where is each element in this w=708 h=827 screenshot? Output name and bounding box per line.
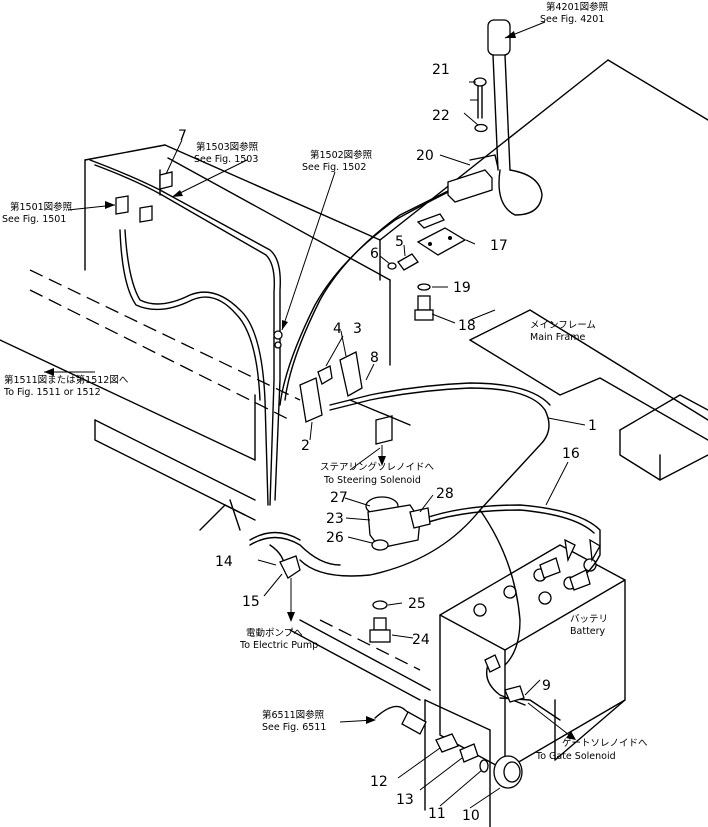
steering-label: To Steering Solenoid [323, 475, 421, 486]
ref-1502-jp: 第1502図参照 [310, 149, 373, 161]
ref-1511-jp: 第1511図または第1512図へ [4, 374, 129, 386]
electric-pump-jp: 電動ポンプへ [246, 628, 303, 639]
part-8: 8 [370, 350, 379, 366]
part-20: 20 [416, 148, 434, 164]
part-number-labels: 1 2 3 4 5 6 7 8 9 10 11 12 13 14 15 16 1… [178, 62, 597, 824]
part-28: 28 [436, 486, 454, 502]
part-25: 25 [408, 596, 426, 612]
part-7: 7 [178, 128, 187, 144]
part-16: 16 [562, 446, 580, 462]
frame-outlines [0, 59, 708, 827]
ref-4201-jp: 第4201図参照 [546, 1, 609, 13]
part-10: 10 [462, 808, 480, 824]
part-24: 24 [412, 632, 430, 648]
part-5: 5 [395, 234, 404, 250]
part-3: 3 [353, 321, 362, 337]
lever [487, 19, 543, 216]
components [115, 77, 601, 789]
part-9: 9 [542, 678, 551, 694]
steering-jp: ステアリングソレノイドへ [320, 461, 435, 473]
part-4: 4 [333, 321, 342, 337]
part-23: 23 [326, 511, 344, 527]
part-14: 14 [215, 554, 233, 570]
reference-notes: 第4201図参照 See Fig. 4201 第1503図参照 See Fig.… [2, 1, 609, 733]
part-19: 19 [453, 280, 471, 296]
part-27: 27 [330, 490, 348, 506]
part-22: 22 [432, 108, 450, 124]
gate-jp: ゲートソレノイドへ [562, 737, 648, 749]
part-6: 6 [370, 246, 379, 262]
ref-1511: To Fig. 1511 or 1512 [3, 387, 101, 398]
part-17: 17 [490, 238, 508, 254]
battery-label: Battery [570, 626, 606, 637]
leader-lines [44, 21, 586, 809]
part-21: 21 [432, 62, 450, 78]
part-11: 11 [428, 806, 446, 822]
ref-1502: See Fig. 1502 [302, 162, 366, 173]
ref-1501: See Fig. 1501 [2, 214, 66, 225]
main-frame-label: Main Frame [530, 332, 585, 343]
part-1: 1 [588, 418, 597, 434]
ref-6511-jp: 第6511図参照 [262, 709, 325, 721]
battery-box [439, 544, 626, 771]
ref-1503: See Fig. 1503 [194, 154, 258, 165]
battery-jp: バッテリ [570, 614, 608, 625]
main-frame-jp: メインフレーム [530, 320, 596, 331]
part-12: 12 [370, 774, 388, 790]
part-2: 2 [301, 438, 310, 454]
part-13: 13 [396, 792, 414, 808]
electric-pump-label: To Electric Pump [239, 640, 318, 651]
destination-labels: メインフレーム Main Frame ステアリングソレノイドへ To Steer… [239, 320, 648, 762]
ref-4201: See Fig. 4201 [540, 14, 604, 25]
part-26: 26 [326, 530, 344, 546]
gate-label: To Gate Solenoid [535, 751, 616, 762]
ref-6511: See Fig. 6511 [262, 722, 326, 733]
part-15: 15 [242, 594, 260, 610]
wiring-harness [89, 159, 601, 721]
ref-1501-jp: 第1501図参照 [10, 201, 73, 213]
ref-1503-jp: 第1503図参照 [196, 141, 259, 153]
part-18: 18 [458, 318, 476, 334]
